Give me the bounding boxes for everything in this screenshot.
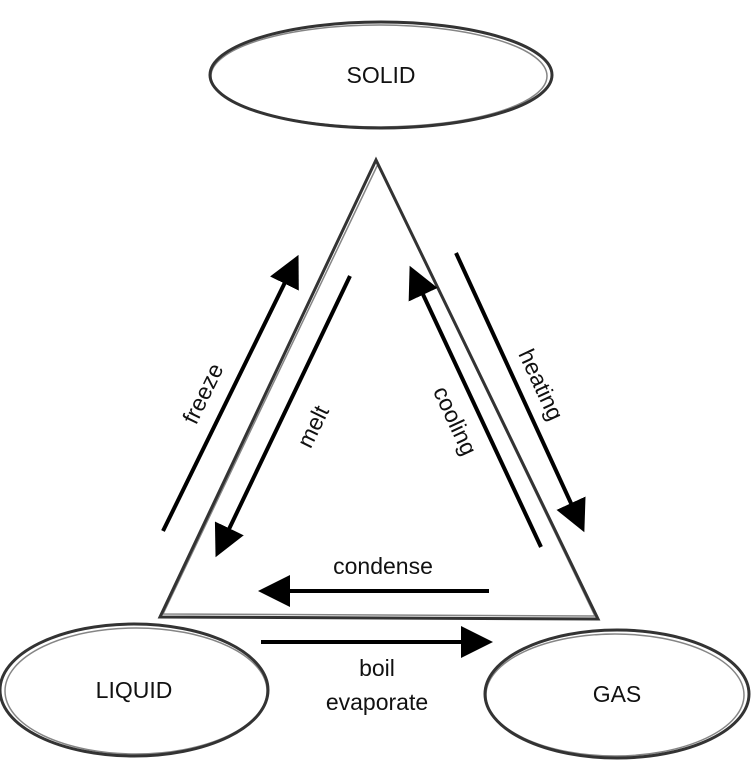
melt-label: melt <box>292 401 335 452</box>
solid-label: SOLID <box>346 62 415 88</box>
liquid-node: LIQUID <box>0 622 270 758</box>
evaporate-label: evaporate <box>326 689 428 715</box>
heating-arrow <box>454 252 586 533</box>
gas-label: GAS <box>593 681 642 707</box>
gas-node: GAS <box>483 628 751 760</box>
solid-node: SOLID <box>208 20 554 130</box>
liquid-label: LIQUID <box>96 677 173 703</box>
central-triangle <box>157 156 601 621</box>
condense-label: condense <box>333 553 433 579</box>
melt-arrow <box>214 275 352 558</box>
freeze-arrow <box>161 254 299 532</box>
cooling-label: cooling <box>428 382 482 459</box>
boil-label: boil <box>359 655 395 681</box>
heating-label: heating <box>514 345 569 424</box>
cooling-arrow <box>408 265 543 548</box>
